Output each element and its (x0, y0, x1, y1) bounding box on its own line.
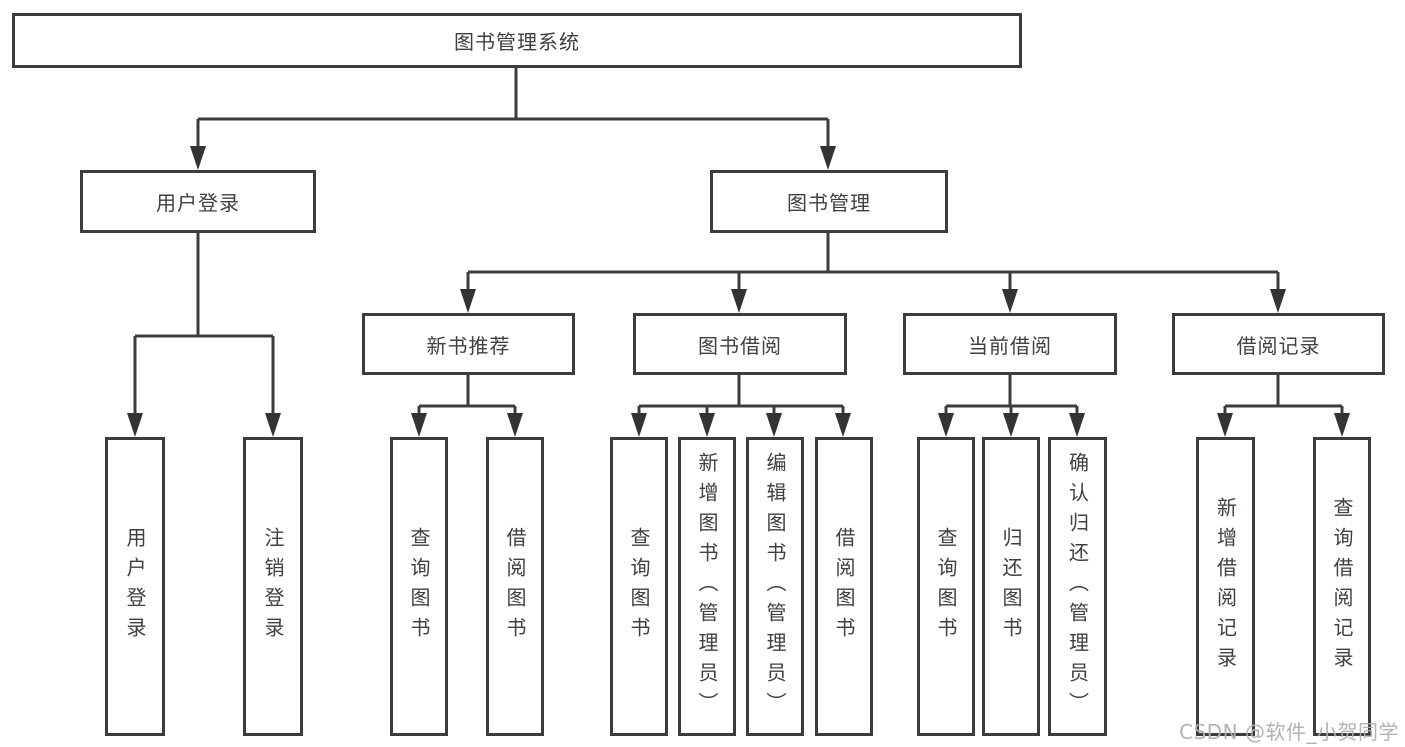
leaf-label: 查询图书 (934, 526, 958, 647)
leaf-user-login: 用户登录 (105, 437, 165, 736)
node-user-login: 用户登录 (80, 170, 316, 233)
leaf-add-borrow-record: 新增借阅记录 (1196, 437, 1255, 736)
csdn-watermark: CSDN @软件_小贺同学 (1179, 720, 1399, 744)
leaf-label: 确认归还（管理员） (1065, 451, 1090, 722)
leaf-return-books: 归还图书 (982, 437, 1040, 736)
leaf-query-borrow-record: 查询借阅记录 (1313, 437, 1371, 736)
leaf-logout: 注销登录 (243, 437, 303, 736)
node-borrowing-records: 借阅记录 (1172, 313, 1385, 375)
leaf-label: 新增借阅记录 (1213, 496, 1238, 677)
leaf-label: 用户登录 (123, 526, 147, 647)
leaf-label: 查询图书 (627, 526, 651, 647)
leaf-label: 查询图书 (407, 526, 431, 647)
node-root-system: 图书管理系统 (12, 13, 1022, 68)
leaf-add-books-admin: 新增图书（管理员） (678, 437, 736, 736)
node-current-borrowing: 当前借阅 (903, 313, 1117, 375)
leaf-query-books-borrow: 查询图书 (610, 437, 668, 736)
leaf-label: 注销登录 (261, 526, 285, 647)
leaf-confirm-return-admin: 确认归还（管理员） (1048, 437, 1107, 736)
leaf-edit-books-admin: 编辑图书（管理员） (746, 437, 804, 736)
node-book-management: 图书管理 (710, 170, 948, 233)
leaf-label: 归还图书 (999, 526, 1023, 647)
node-new-book-recommend: 新书推荐 (362, 313, 575, 375)
leaf-label: 借阅图书 (832, 526, 856, 647)
leaf-label: 编辑图书（管理员） (763, 451, 787, 722)
leaf-borrow-books: 借阅图书 (815, 437, 873, 736)
leaf-query-books-current: 查询图书 (917, 437, 975, 736)
leaf-label: 查询借阅记录 (1330, 496, 1354, 677)
node-book-borrowing: 图书借阅 (633, 313, 847, 375)
leaf-label: 新增图书（管理员） (695, 451, 719, 722)
leaf-borrow-books-newbook: 借阅图书 (486, 437, 544, 736)
leaf-query-books-newbook: 查询图书 (390, 437, 448, 736)
leaf-label: 借阅图书 (503, 526, 527, 647)
